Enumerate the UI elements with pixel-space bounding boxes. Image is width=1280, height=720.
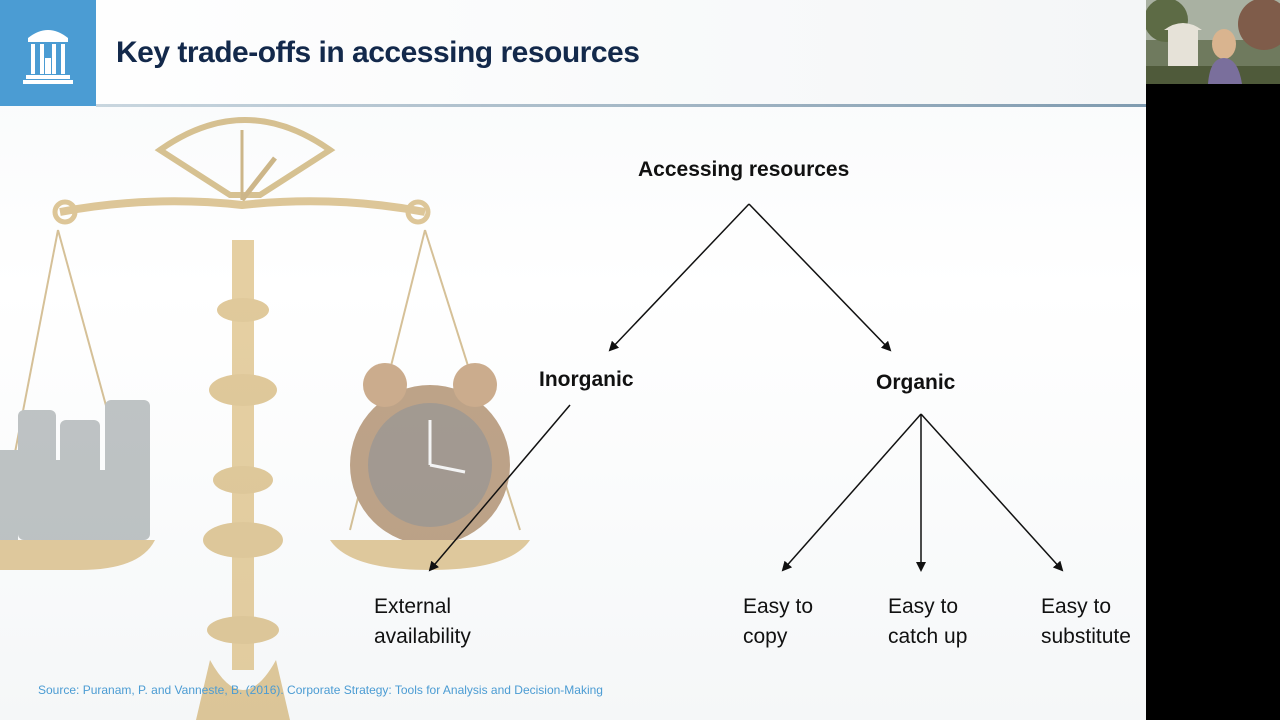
presenter-video-frame [1146,0,1280,84]
leaf-line: Easy to [1041,595,1112,618]
leaf-line: availability [374,625,471,648]
logo [0,0,96,106]
header-divider [96,104,1146,107]
tree-connectors [428,203,1064,572]
leaf-easy-to-catch-up: Easy to catch up [888,592,967,652]
leaf-line: catch up [888,625,968,648]
arrow-inorganic-to-external [428,404,571,572]
leaf-external-availability: External availability [374,592,471,652]
slide-title: Key trade-offs in accessing resources [116,36,640,69]
presenter-webcam-video[interactable] [1146,0,1280,84]
slide-header [0,0,1146,106]
leaf-line: External [374,595,452,618]
leaf-easy-to-substitute: Easy to substitute [1041,592,1131,652]
source-citation: Source: Puranam, P. and Vanneste, B. (20… [38,683,603,697]
root-node-label: Accessing resources [638,158,850,181]
balance-scale-illustration [0,117,530,720]
leaf-line: Easy to [743,595,814,618]
inorganic-node-label: Inorganic [539,368,634,391]
arrow-root-to-organic [748,203,892,352]
arrow-organic-to-copy [781,413,922,572]
video-panel-background [1146,84,1280,720]
leaf-line: copy [743,625,788,648]
organic-node-label: Organic [876,371,956,394]
leaf-line: substitute [1041,625,1131,648]
old-well-logo-icon [23,30,73,84]
leaf-easy-to-copy: Easy to copy [743,592,813,652]
arrow-organic-to-substitute [920,413,1064,572]
leaf-line: Easy to [888,595,959,618]
slide: Key trade-offs in accessing resources [0,0,1146,720]
arrow-root-to-inorganic [608,203,750,352]
